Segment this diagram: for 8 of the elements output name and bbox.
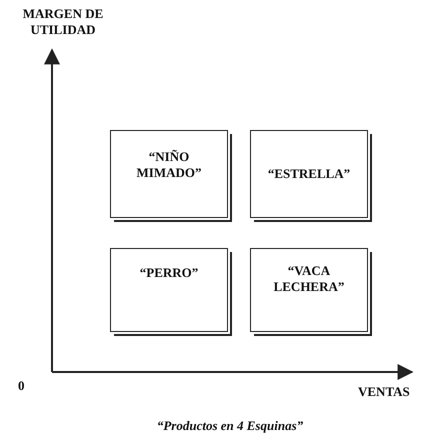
quadrant-label: “PERRO”: [140, 265, 198, 281]
quadrant-label: “NIÑO MIMADO”: [136, 149, 202, 181]
axis-title: VENTAS: [358, 384, 411, 400]
quadrant-label: “VACA LECHERA”: [272, 263, 346, 295]
caption: “Productos en 4 Esquinas”: [156, 418, 304, 434]
axis-title: MARGEN DE UTILIDAD: [22, 6, 104, 38]
origin-label: 0: [18, 378, 26, 394]
quadrant-label: “ESTRELLA”: [268, 166, 350, 182]
